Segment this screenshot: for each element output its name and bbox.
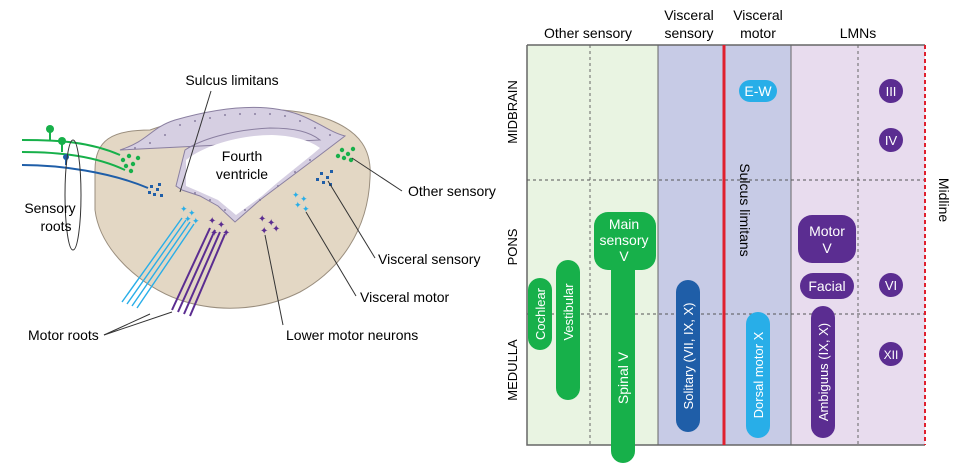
header-visceral-sensory-2: sensory: [664, 25, 713, 41]
sensory-root-fibers: [21, 139, 149, 189]
svg-text:✦: ✦: [188, 208, 196, 218]
ependymal-cells: [134, 113, 331, 211]
svg-text:✦: ✦: [272, 224, 280, 235]
xii-nucleus: [879, 342, 903, 366]
other-sensory-nucleus-left: [120, 153, 141, 174]
other-sensory-nucleus-right: [335, 146, 356, 163]
dorsal-motor-label: Dorsal motor X: [751, 331, 766, 418]
solitary-nucleus: [676, 280, 700, 432]
main-sensory-label-2: sensory: [599, 232, 648, 248]
svg-text:✦: ✦: [208, 216, 216, 227]
iv-nucleus: [879, 128, 903, 152]
motor-v-label-2: V: [822, 240, 832, 256]
svg-text:✦: ✦: [192, 216, 200, 226]
ew-label: E-W: [744, 83, 772, 99]
iii-label: III: [886, 84, 897, 99]
svg-text:✦: ✦: [217, 220, 225, 231]
facial-label: Facial: [808, 278, 845, 294]
svg-text:✦: ✦: [294, 200, 302, 210]
midline-line-label: Midline: [936, 178, 952, 223]
dorsal-motor-x-nucleus: [746, 312, 770, 438]
header-lmns: LMNs: [840, 25, 877, 41]
brainstem-cross-section: ✦✦ ✦✦ ✦✦ ✦✦ ✦✦ ✦✦ ✦✦ ✦✦ Sulcus limitans …: [21, 72, 496, 343]
header-visceral-sensory-1: Visceral: [664, 7, 714, 23]
visceral-sensory-nucleus-left: [148, 183, 163, 197]
row-midbrain: MIDBRAIN: [505, 80, 520, 144]
header-other-sensory: Other sensory: [544, 25, 632, 41]
svg-text:✦: ✦: [260, 226, 268, 237]
sulcus-limitans-line-label: Sulcus limitans: [737, 163, 753, 256]
svg-text:✦: ✦: [258, 214, 266, 225]
fourth-ventricle-cavity: [186, 135, 320, 215]
main-sensory-label-3: V: [619, 248, 629, 264]
svg-text:✦: ✦: [222, 228, 230, 239]
row-pons: PONS: [505, 228, 520, 265]
sensory-roots-label-2: roots: [40, 218, 71, 234]
row-dividers: [527, 179, 925, 315]
visceral-sensory-label: Visceral sensory: [378, 251, 480, 267]
visceral-motor-label: Visceral motor: [360, 289, 450, 305]
sensory-root-bundle-outline: [64, 139, 82, 251]
lower-motor-nucleus-right: ✦✦ ✦✦: [258, 214, 280, 237]
motor-v-label-1: Motor: [809, 223, 845, 239]
vestibular-label: Vestibular: [561, 283, 576, 341]
fourth-ventricle-label-1: Fourth: [222, 148, 262, 164]
spinal-v-nucleus: [611, 250, 635, 463]
lower-motor-root-fibers: [171, 227, 226, 317]
vi-nucleus: [879, 273, 903, 297]
cochlear-nucleus: [528, 278, 552, 350]
fourth-ventricle-label-2: ventricle: [216, 166, 268, 182]
iv-label: IV: [885, 133, 898, 148]
spinal-v-label: Spinal V: [615, 351, 631, 404]
lower-motor-neurons-label: Lower motor neurons: [286, 327, 418, 343]
visceral-motor-nucleus-right: ✦✦ ✦✦: [292, 190, 310, 214]
vestibular-nucleus: [556, 260, 580, 400]
column-dividers: [589, 45, 859, 445]
facial-nucleus: [800, 273, 854, 299]
svg-text:✦: ✦: [180, 204, 188, 214]
main-sensory-label-1: Main: [609, 216, 639, 232]
motor-v-nucleus: [798, 215, 856, 263]
cranial-nerve-nuclei-map: Other sensory Visceral sensory Visceral …: [505, 7, 952, 463]
header-visceral-motor-1: Visceral: [733, 7, 783, 23]
ew-nucleus: [739, 80, 777, 102]
svg-text:✦: ✦: [184, 214, 192, 224]
row-medulla: MEDULLA: [505, 339, 520, 401]
svg-text:✦: ✦: [302, 204, 310, 214]
vi-label: VI: [885, 278, 897, 293]
svg-text:✦: ✦: [300, 194, 308, 204]
sulcus-limitans-label: Sulcus limitans: [185, 72, 278, 88]
ambiguus-nucleus: [811, 306, 835, 438]
sensory-roots-label-1: Sensory: [24, 200, 75, 216]
svg-text:✦: ✦: [267, 218, 275, 229]
label-pointers: [103, 90, 403, 336]
visceral-motor-root-fibers: [121, 217, 195, 309]
xii-label: XII: [884, 348, 899, 362]
header-visceral-motor-2: motor: [740, 25, 776, 41]
iii-nucleus: [879, 79, 903, 103]
frame: [526, 44, 925, 446]
ambiguus-label: Ambiguus (IX, X): [816, 323, 831, 421]
svg-text:✦: ✦: [292, 190, 300, 200]
sensory-ganglion-cells: [46, 125, 69, 165]
solitary-label: Solitary (VII, IX, X): [681, 303, 696, 410]
main-sensory-v-nucleus: [594, 212, 656, 270]
cochlear-label: Cochlear: [533, 287, 548, 340]
visceral-motor-nucleus-left: ✦✦ ✦✦: [180, 204, 200, 226]
other-sensory-label: Other sensory: [408, 183, 496, 199]
motor-roots-label: Motor roots: [28, 327, 99, 343]
